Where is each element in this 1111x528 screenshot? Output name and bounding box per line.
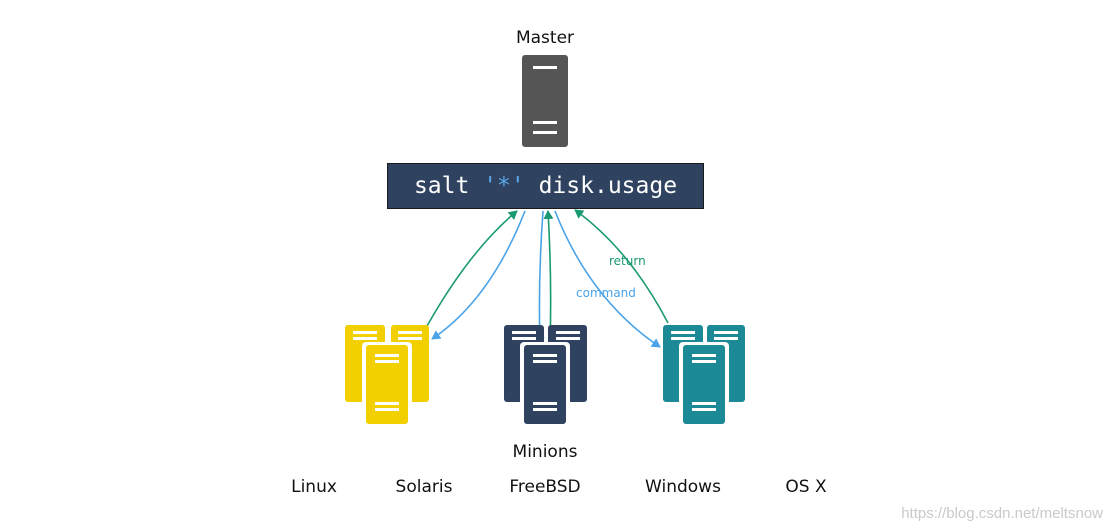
minion-server-group-teal-icon	[663, 325, 745, 426]
command-edge-label: command	[576, 286, 636, 300]
os-label-windows: Windows	[645, 477, 721, 497]
command-box: salt '*' disk.usage	[387, 163, 704, 209]
command-edge-windows	[554, 210, 661, 348]
minion-server-group-yellow-icon	[345, 325, 429, 426]
os-label-linux: Linux	[291, 477, 337, 497]
command-suffix: disk.usage	[524, 173, 678, 199]
command-edge-linux	[431, 210, 526, 340]
return-edge-label: return	[609, 254, 646, 268]
command-edge-freebsd	[534, 210, 545, 346]
return-edge-freebsd	[543, 210, 554, 346]
return-edge-windows	[574, 209, 669, 324]
os-label-solaris: Solaris	[395, 477, 453, 497]
watermark-text: https://blog.csdn.net/meltsnow	[901, 505, 1103, 522]
command-target: '*'	[483, 173, 525, 199]
os-label-freebsd: FreeBSD	[509, 477, 581, 497]
minions-label: Minions	[512, 442, 578, 462]
return-edge-linux	[426, 210, 518, 327]
minion-server-group-navy-icon	[504, 325, 587, 426]
command-prefix: salt	[413, 173, 484, 199]
master-label: Master	[515, 28, 575, 48]
os-label-osx: OS X	[785, 477, 827, 497]
master-server-icon	[522, 55, 568, 147]
